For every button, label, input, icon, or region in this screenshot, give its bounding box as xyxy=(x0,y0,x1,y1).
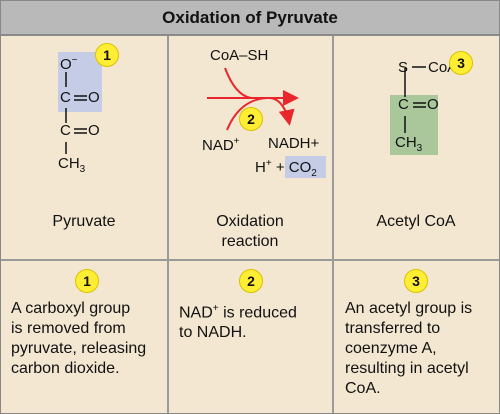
pyruvate-carbon-1: C xyxy=(60,89,71,106)
pyruvate-label: Pyruvate xyxy=(52,213,116,230)
step-1-desc-line: A carboxyl group xyxy=(11,300,131,317)
step-3-desc-line: transferred to xyxy=(345,320,441,337)
nadh-label: NADH+ xyxy=(268,135,320,152)
pyruvate-o-minus: O− xyxy=(60,55,78,73)
h-plus-co2-label: H+ + CO2 xyxy=(255,158,317,179)
step-3-desc-line: An acetyl group is xyxy=(345,300,473,317)
acetyl-oxygen: O xyxy=(427,96,439,113)
step-3-description: An acetyl group is transferred to coenzy… xyxy=(345,299,497,399)
co2-highlight xyxy=(285,156,326,178)
acetyl-coa-label: Acetyl CoA xyxy=(376,213,456,230)
oxidation-label-line-1: Oxidation xyxy=(216,213,284,230)
pyruvate-oxygen-1: O xyxy=(88,89,100,106)
step-badge-3-bottom: 3 xyxy=(404,269,428,293)
acetyl-sulfur: S xyxy=(398,59,409,76)
coa-sh-label: CoA–SH xyxy=(210,47,269,64)
reaction-arrows xyxy=(207,67,299,131)
acetyl-methyl: CH3 xyxy=(395,134,423,154)
nad-plus-label: NAD+ xyxy=(202,136,240,154)
step-badge-2-bottom: 2 xyxy=(239,269,263,293)
step-3-desc-line: CoA. xyxy=(345,380,381,397)
column-divider xyxy=(167,36,169,413)
step-2-description: NAD+ is reduced to NADH. xyxy=(179,299,329,343)
row-divider xyxy=(1,259,499,261)
pyruvate-carbon-2: C xyxy=(60,122,71,139)
acetyl-bonds xyxy=(404,66,426,133)
pyruvate-methyl: CH3 xyxy=(58,155,86,175)
step-badge-3: 3 xyxy=(449,51,473,75)
pyruvate-oxygen-2: O xyxy=(88,122,100,139)
step-badge-2: 2 xyxy=(239,107,263,131)
step-1-desc-line: is removed from xyxy=(11,320,126,337)
step-3-desc-line: resulting in acetyl xyxy=(345,360,469,377)
pyruvate-bonds xyxy=(65,72,87,154)
step-2-desc-line: NAD+ is reduced xyxy=(179,303,297,322)
step-2-desc-line: to NADH. xyxy=(179,324,247,342)
oxidation-reaction-label: Oxidation reaction xyxy=(168,212,332,252)
step-1-description: A carboxyl group is removed from pyruvat… xyxy=(11,299,161,379)
step-1-desc-line: pyruvate, releasing xyxy=(11,340,147,357)
column-divider xyxy=(332,36,334,413)
diagram-title: Oxidation of Pyruvate xyxy=(1,1,499,36)
step-3-desc-line: coenzyme A, xyxy=(345,340,437,357)
acetyl-carbon: C xyxy=(398,96,409,113)
step-badge-1-bottom: 1 xyxy=(75,269,99,293)
acetyl-highlight xyxy=(390,95,438,155)
step-badge-1: 1 xyxy=(95,43,119,67)
step-1-desc-line: carbon dioxide. xyxy=(11,360,120,377)
oxidation-label-line-2: reaction xyxy=(221,233,279,250)
